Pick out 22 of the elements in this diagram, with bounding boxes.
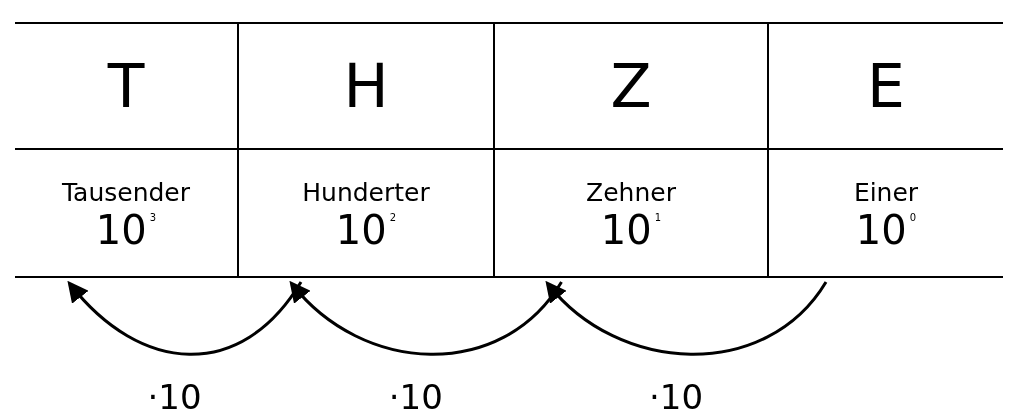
curved-arrow [67, 280, 303, 356]
power-of-ten: 10$^{2}$ [335, 208, 397, 252]
power-of-ten: 10$^{1}$ [600, 208, 662, 252]
place-name: Zehner [586, 178, 676, 208]
power-of-ten: 10$^{3}$ [95, 208, 157, 252]
place-letter: E [867, 56, 905, 116]
curved-arrow [289, 280, 563, 356]
table-cell [237, 150, 493, 278]
place-name: Hunderter [302, 178, 430, 208]
power-of-ten: 10$^{0}$ [855, 208, 917, 252]
place-letter: Z [610, 56, 652, 116]
table-cell [15, 22, 237, 150]
place-name: Einer [853, 178, 919, 208]
table-cell [767, 22, 1003, 150]
table-cell [493, 22, 767, 150]
table-cell [237, 22, 493, 150]
place-letter: T [107, 56, 145, 116]
table-cell [493, 150, 767, 278]
place-letter: H [343, 56, 389, 116]
table-cell [767, 150, 1003, 278]
place-name: Tausender [61, 178, 191, 208]
curved-arrow [545, 280, 828, 356]
